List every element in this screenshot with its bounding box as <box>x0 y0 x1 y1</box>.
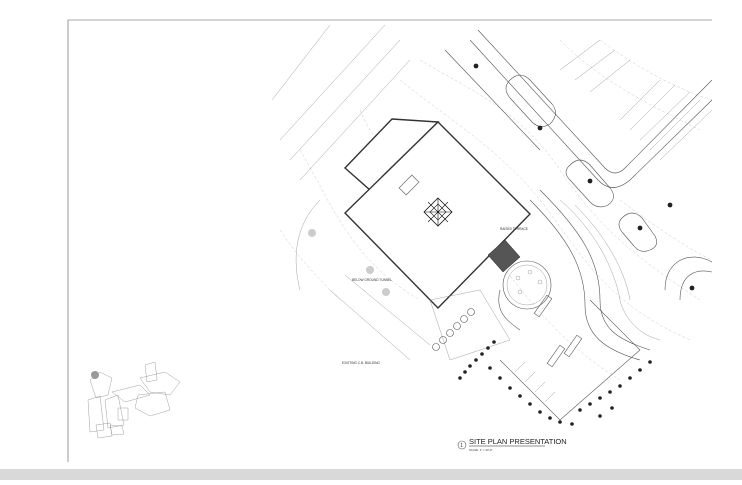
drawing-number: 1 <box>460 443 463 449</box>
label-existing-building: EXISTING C.B. BUILDING <box>342 361 380 365</box>
tree-canopy <box>366 266 374 274</box>
parking-island <box>618 212 657 252</box>
drawing-scale: SCALE: 1" = 20'-0" <box>469 448 493 452</box>
road-west <box>271 24 411 291</box>
skylight-pyramid-icon <box>423 197 453 227</box>
tunnel <box>308 229 431 361</box>
drawing-number-circle <box>457 440 467 450</box>
bottom-margin-band <box>0 469 742 480</box>
drawing-title: SITE PLAN PRESENTATION <box>469 437 567 446</box>
drawing-title-block: 1 SITE PLAN PRESENTATION SCALE: 1" = 20'… <box>457 437 567 452</box>
main-building <box>344 121 531 310</box>
sheet-border <box>67 19 712 462</box>
tree-rows <box>458 340 652 426</box>
tree-canopy <box>382 288 390 296</box>
parking-island <box>565 159 614 208</box>
parking-island <box>505 74 556 127</box>
entry-drive <box>529 189 661 361</box>
landscape-area <box>429 289 511 361</box>
label-below-ground-tunnel: BELOW GROUND TUNNEL <box>352 278 392 282</box>
parking-roads <box>444 29 713 301</box>
label-raised-terrace: RAISED TERRACE <box>500 227 528 231</box>
key-plan <box>87 361 181 439</box>
circular-plaza <box>498 260 552 331</box>
tree-canopy <box>308 229 316 237</box>
roof-feature <box>398 174 420 196</box>
stair-block <box>487 239 521 273</box>
parking-lot-south <box>499 294 641 421</box>
north-arrow-icon <box>91 371 99 379</box>
